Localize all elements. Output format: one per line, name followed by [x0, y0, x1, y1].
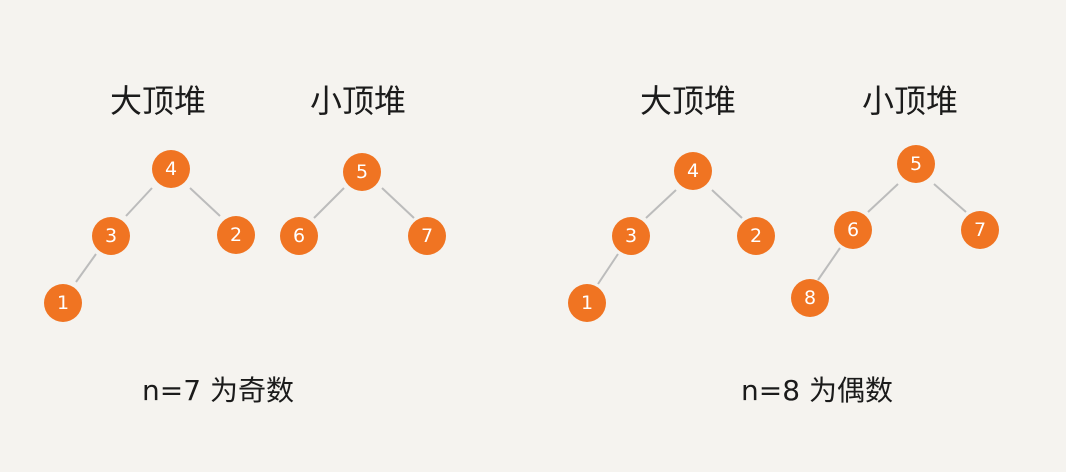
svg-text:6: 6	[847, 219, 859, 241]
svg-text:1: 1	[57, 292, 69, 314]
heap-node: 4	[674, 152, 712, 190]
caption-odd: n=7 为奇数	[142, 374, 294, 407]
svg-text:2: 2	[230, 224, 242, 246]
panel-even: 大顶堆 小顶堆 4 3 2 1 5	[568, 82, 999, 407]
svg-text:3: 3	[625, 225, 637, 247]
edge	[711, 189, 743, 219]
heap-node: 5	[897, 145, 935, 183]
svg-text:2: 2	[750, 225, 762, 247]
edge	[867, 183, 899, 213]
heap-node: 7	[961, 211, 999, 249]
heap-node: 2	[217, 216, 255, 254]
svg-text:7: 7	[421, 225, 433, 247]
edge	[817, 247, 841, 281]
svg-text:5: 5	[356, 161, 368, 183]
edge	[933, 183, 967, 213]
edge	[597, 253, 619, 285]
panel-odd: 大顶堆 小顶堆 4 3 2 1 5	[44, 82, 446, 407]
svg-text:4: 4	[687, 160, 699, 182]
heap-node: 3	[92, 217, 130, 255]
edge	[125, 187, 153, 217]
edge	[645, 189, 677, 219]
min-heap-title: 小顶堆	[310, 82, 406, 120]
heap-node: 1	[568, 284, 606, 322]
edge	[381, 187, 415, 219]
heap-node: 4	[152, 150, 190, 188]
svg-text:8: 8	[804, 287, 816, 309]
svg-text:5: 5	[910, 153, 922, 175]
heap-node: 2	[737, 217, 775, 255]
min-heap-title: 小顶堆	[862, 82, 958, 120]
heap-node: 3	[612, 217, 650, 255]
edge	[189, 187, 221, 217]
svg-text:6: 6	[293, 225, 305, 247]
svg-text:4: 4	[165, 158, 177, 180]
caption-even: n=8 为偶数	[741, 374, 893, 407]
max-heap-title: 大顶堆	[110, 82, 206, 120]
heap-node: 8	[791, 279, 829, 317]
svg-text:7: 7	[974, 219, 986, 241]
heap-node: 7	[408, 217, 446, 255]
heap-node: 1	[44, 284, 82, 322]
heap-node: 5	[343, 153, 381, 191]
max-heap-title: 大顶堆	[640, 82, 736, 120]
heap-node: 6	[834, 211, 872, 249]
edge	[75, 253, 97, 283]
edge	[313, 187, 345, 219]
svg-text:1: 1	[581, 292, 593, 314]
svg-text:3: 3	[105, 225, 117, 247]
heap-node: 6	[280, 217, 318, 255]
